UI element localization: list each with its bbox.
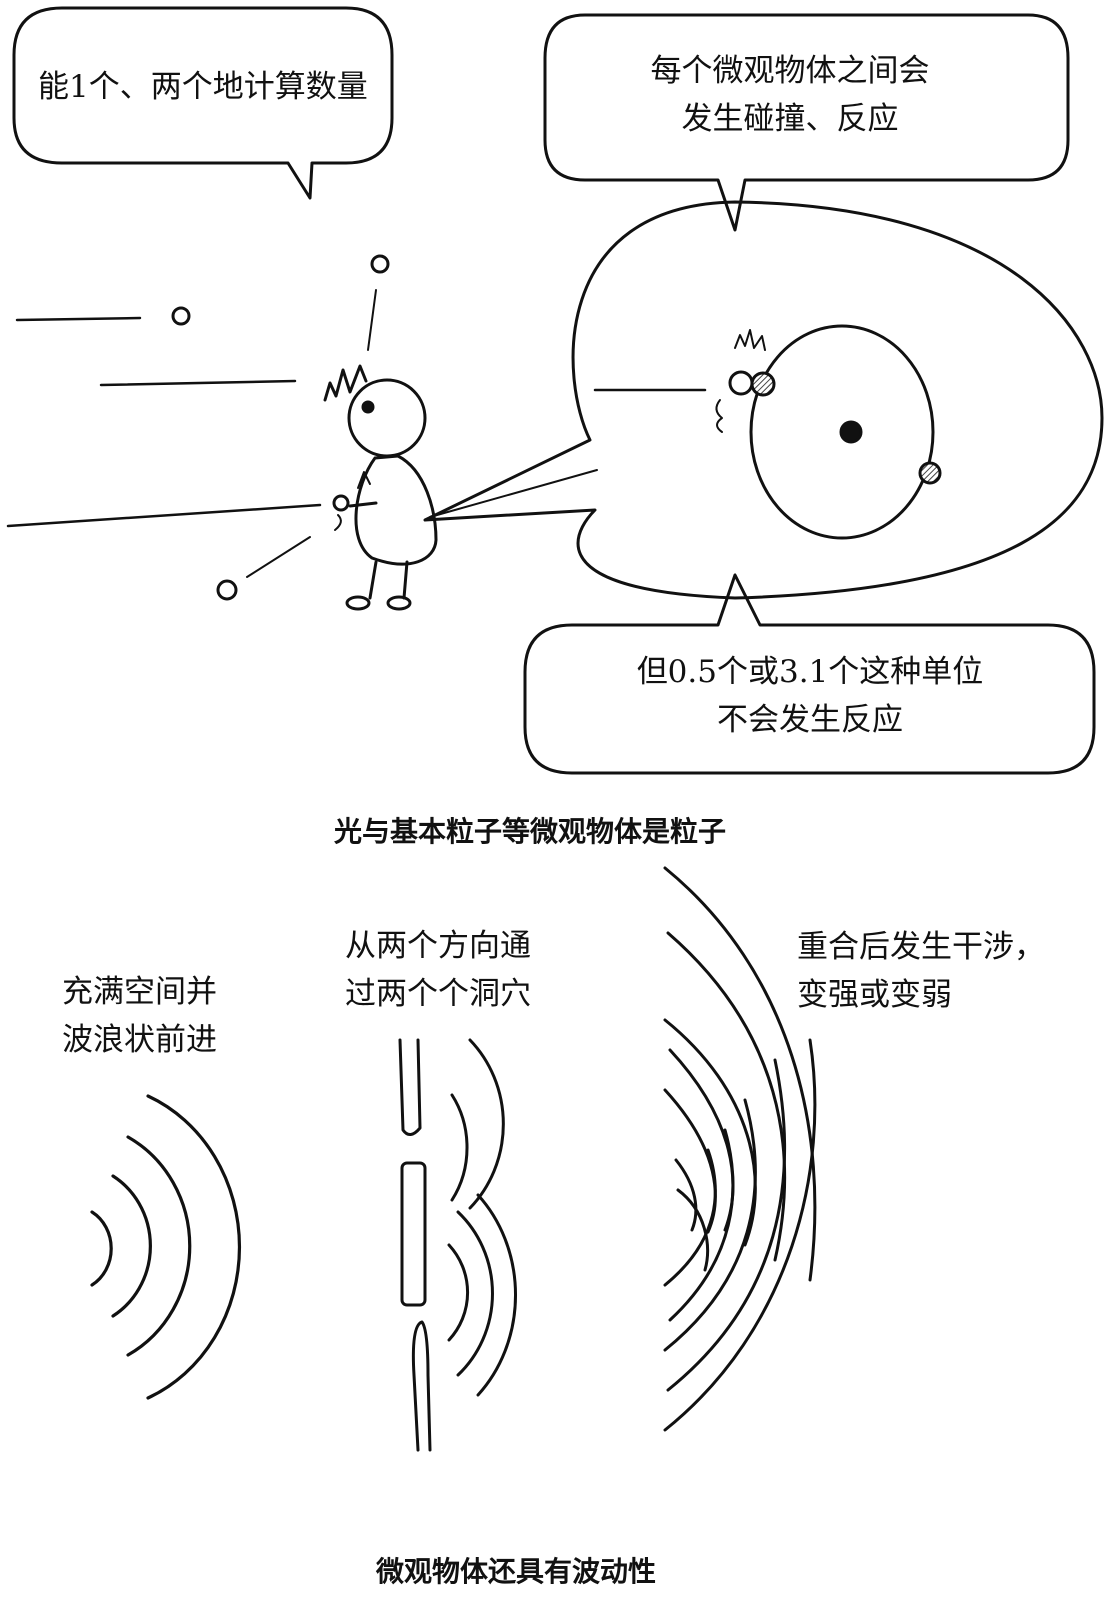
atom-orbit — [593, 324, 942, 540]
particle-caption: 光与基本粒子等微观物体是粒子 — [334, 815, 727, 848]
motion-line — [6, 503, 322, 528]
head-spark — [323, 364, 368, 402]
speech-bubble-fraction — [523, 573, 1096, 775]
label-spread-line1: 充满空间并 — [62, 974, 217, 1010]
figure-foot-left — [345, 595, 371, 611]
figure-eye — [361, 400, 375, 414]
bubble-count-line1: 能1个、两个地计算数量 — [38, 69, 368, 105]
bubble-collide-text: 每个微观物体之间会 发生碰撞、反应 — [635, 47, 945, 143]
interference-waves — [663, 866, 817, 1432]
label-spread-line2: 波浪状前进 — [62, 1022, 217, 1059]
hatched-particle-right — [918, 461, 942, 485]
speech-bubble-count — [12, 6, 394, 200]
particle — [216, 579, 238, 601]
incoming-particle — [728, 370, 754, 396]
figure-body — [354, 454, 438, 566]
body-squiggle — [334, 514, 342, 531]
particle — [370, 254, 390, 274]
body-spark — [357, 471, 371, 489]
speech-bubble-collide — [543, 13, 1070, 232]
motion-line — [99, 379, 297, 387]
zoom-view-circle — [423, 200, 1104, 600]
label-slits: 从两个方向通 过两个个洞穴 — [345, 922, 531, 1018]
label-interference: 重合后发生干涉， 变强或变弱 — [797, 923, 1045, 1019]
bubble-collide-line2: 发生碰撞、反应 — [681, 101, 899, 138]
figure-foot-right — [386, 595, 412, 611]
bubble-fraction-line2: 不会发生反应 — [717, 702, 903, 739]
impact-spark — [734, 329, 766, 351]
spreading-waves — [90, 1094, 242, 1400]
label-interference-line2: 变强或变弱 — [797, 977, 952, 1014]
nucleus — [839, 420, 863, 444]
bubble-count-text: 能1个、两个地计算数量 — [38, 63, 368, 111]
impact-squiggle — [715, 399, 723, 433]
stick-figure — [323, 364, 438, 611]
figure-head — [347, 378, 427, 458]
hatched-particle-top — [750, 371, 776, 397]
flying-particles — [6, 254, 390, 601]
slit-waves — [447, 1038, 517, 1397]
motion-line — [15, 316, 142, 322]
bubble-collide-line1: 每个微观物体之间会 — [650, 53, 930, 89]
bubble-fraction-line1: 但0.5个或3.1个这种单位 — [636, 654, 984, 690]
particle — [171, 306, 191, 326]
zoom-pointer-line — [429, 469, 598, 518]
figure-hand — [332, 494, 350, 512]
wave-caption: 微观物体还具有波动性 — [376, 1555, 657, 1588]
label-spread: 充满空间并 波浪状前进 — [62, 968, 217, 1064]
figure-arm — [348, 501, 378, 508]
label-slits-line1: 从两个方向通 — [345, 928, 531, 964]
label-interference-line1: 重合后发生干涉， — [797, 929, 1045, 965]
bubble-fraction-text: 但0.5个或3.1个这种单位 不会发生反应 — [620, 648, 1000, 744]
slit-barrier — [398, 1038, 432, 1452]
label-slits-line2: 过两个个洞穴 — [345, 976, 531, 1013]
